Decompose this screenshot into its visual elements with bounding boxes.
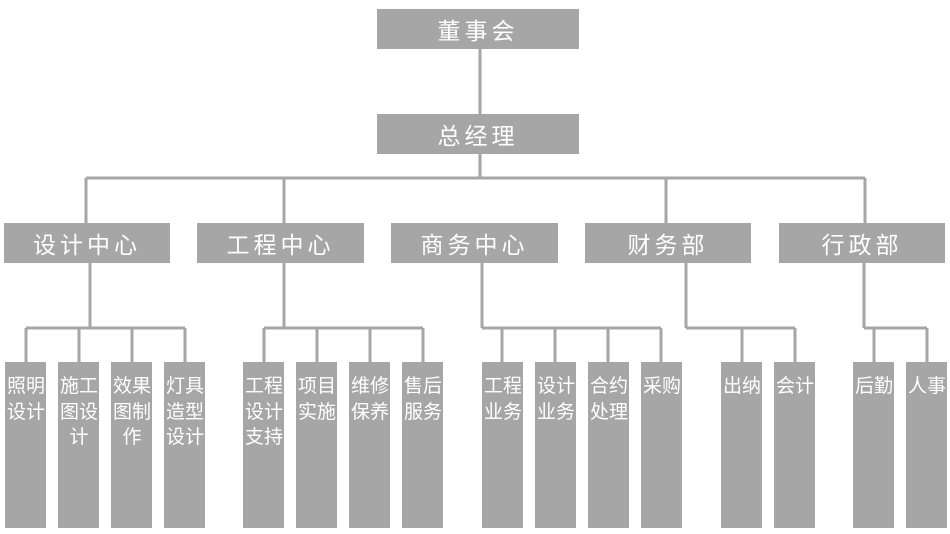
- node-after-sales: 售后服务: [402, 362, 443, 528]
- node-logistics: 后勤: [853, 362, 894, 528]
- node-lighting-design: 照明设计: [5, 362, 46, 528]
- node-design-business: 设计业务: [535, 362, 576, 528]
- node-construction-drawing: 施工图设计: [58, 362, 99, 528]
- node-contract-handling: 合约处理: [588, 362, 629, 528]
- node-board: 董事会: [377, 9, 579, 49]
- node-rendering: 效果图制作: [111, 362, 152, 528]
- node-engineering-design-support: 工程设计支持: [243, 362, 284, 528]
- node-general-manager: 总经理: [377, 114, 579, 154]
- node-project-implementation: 项目实施: [296, 362, 337, 528]
- node-finance-dept: 财务部: [585, 223, 751, 263]
- node-engineering-business: 工程业务: [482, 362, 523, 528]
- node-accounting: 会计: [774, 362, 815, 528]
- node-cashier: 出纳: [721, 362, 762, 528]
- node-admin-dept: 行政部: [779, 223, 945, 263]
- node-business-center: 商务中心: [391, 223, 558, 263]
- node-hr: 人事: [906, 362, 947, 528]
- node-procurement: 采购: [641, 362, 682, 528]
- node-design-center: 设计中心: [4, 223, 170, 263]
- node-engineering-center: 工程中心: [197, 223, 364, 263]
- node-fixture-design: 灯具造型设计: [164, 362, 205, 528]
- node-maintenance: 维修保养: [349, 362, 390, 528]
